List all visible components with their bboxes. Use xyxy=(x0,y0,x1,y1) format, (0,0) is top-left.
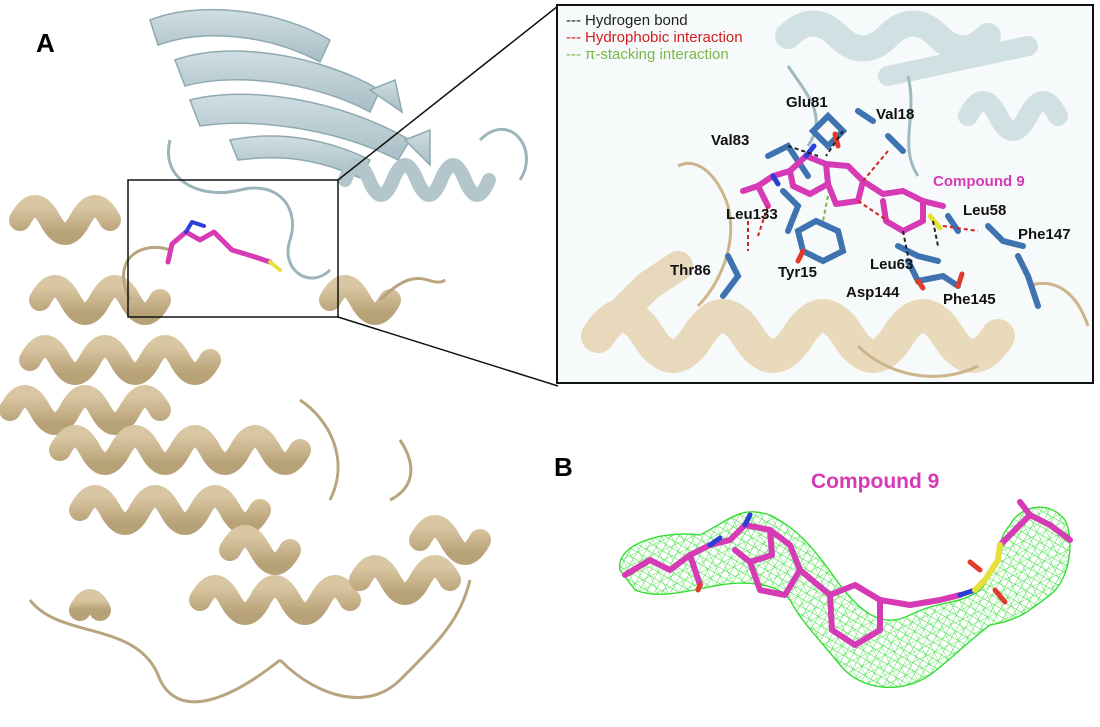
residue-label: Val18 xyxy=(876,106,915,123)
residue-label: Asp144 xyxy=(846,284,900,301)
panel-a-label: A xyxy=(36,28,55,58)
density-mesh xyxy=(619,506,1071,688)
legend-hydrogen-bond: ---Hydrogen bond xyxy=(566,12,688,29)
residue-label: Leu133 xyxy=(726,206,778,223)
residue-sticks xyxy=(720,108,1041,309)
ligand-stick-icon xyxy=(165,220,282,272)
compound-label-inset: Compound 9 xyxy=(933,173,1025,190)
n-lobe-beta-sheet xyxy=(149,8,431,179)
c-lobe-helices xyxy=(0,195,491,625)
zoom-box-icon xyxy=(127,179,339,318)
compound-label-b: Compound 9 xyxy=(811,470,940,493)
residue-label: Glu81 xyxy=(786,94,828,111)
legend-hydrophobic: ---Hydrophobic interaction xyxy=(566,29,743,46)
binding-site-inset: ---Hydrogen bond ---Hydrophobic interact… xyxy=(556,4,1094,384)
residue-label: Phe145 xyxy=(943,291,996,308)
binding-site-render xyxy=(581,10,1090,378)
legend-pi-stacking: ---π-stacking interaction xyxy=(566,46,729,63)
residue-label: Leu58 xyxy=(963,202,1007,219)
protein-cartoon xyxy=(0,5,559,704)
residue-label: Tyr15 xyxy=(778,264,817,281)
residue-label: Leu63 xyxy=(870,256,914,273)
compound-9-density-sticks xyxy=(622,499,1073,648)
panel-b-label: B xyxy=(554,452,573,482)
residue-label: Thr86 xyxy=(670,262,711,279)
n-lobe-helix xyxy=(338,158,496,202)
residue-label: Phe147 xyxy=(1018,226,1071,243)
residue-label: Val83 xyxy=(711,132,750,149)
interaction-legend: ---Hydrogen bond ---Hydrophobic interact… xyxy=(566,12,743,63)
density-mesh-render xyxy=(619,499,1073,688)
